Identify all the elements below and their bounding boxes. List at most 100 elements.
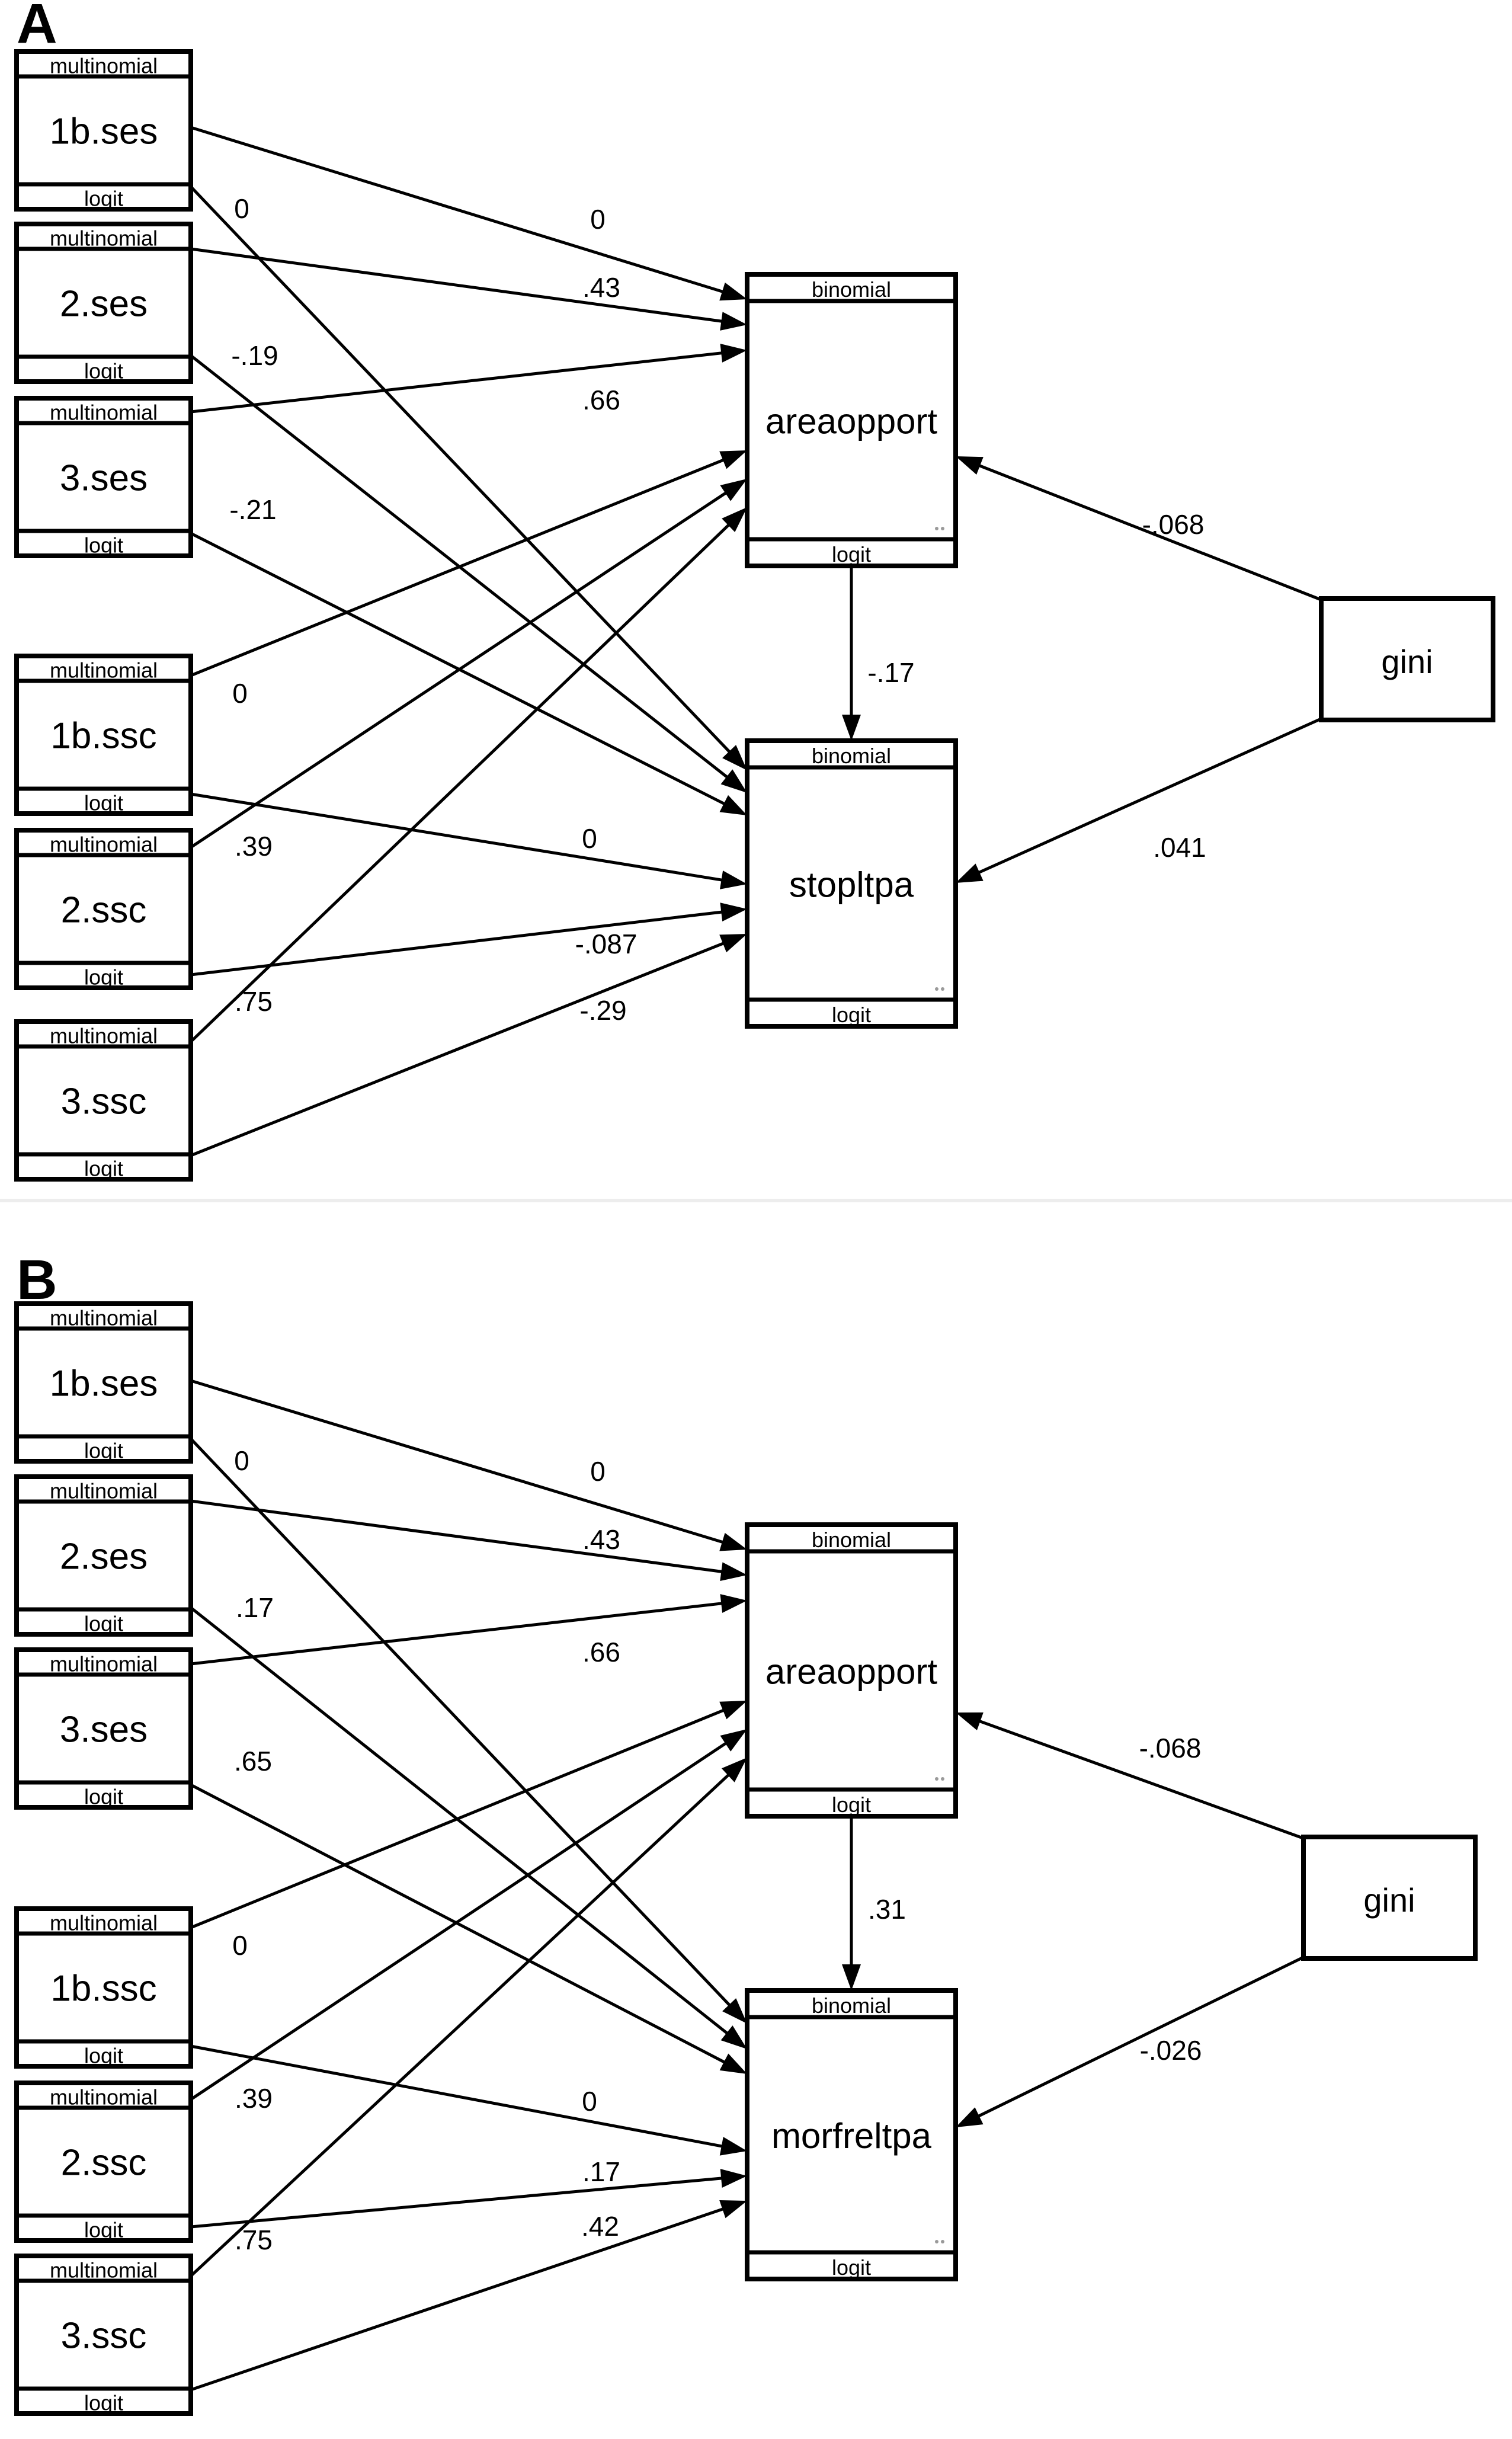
node-name: 2.ssc [61, 890, 147, 931]
path-line [190, 521, 732, 1043]
path-line [190, 1379, 726, 1545]
render-artifact-dot [935, 527, 938, 530]
path-2.ses-to-areaopport: .43 [190, 247, 747, 331]
render-artifact-dot [941, 2240, 944, 2243]
link-function-label: logit [84, 2218, 123, 2242]
path-gini-to-areaopport: -.068 [956, 456, 1323, 602]
node-box [1319, 596, 1495, 722]
path-1b.ses-to-areaopport: 0 [190, 126, 747, 301]
link-function-label: logit [84, 187, 123, 211]
path-coefficient: .75 [235, 986, 273, 1017]
path-line [190, 185, 733, 756]
node-name: areaopport [765, 402, 938, 441]
distribution-family-label: multinomial [50, 1479, 158, 1503]
node-name: 3.ses [60, 458, 148, 499]
path-line [190, 792, 725, 882]
node-name: 2.ssc [61, 2143, 147, 2184]
path-line [190, 351, 725, 414]
link-function-label: logit [832, 1003, 871, 1027]
panel-divider [0, 1199, 1512, 1202]
render-artifact-dot [941, 987, 944, 991]
panel-label-b: B [17, 1249, 57, 1311]
render-artifact-dot [935, 987, 938, 991]
arrowhead-icon [720, 769, 747, 793]
path-2.ssc-to-morfreltpa: .17 [190, 2156, 747, 2229]
path-1b.ssc-to-stopltpa: 0 [190, 792, 747, 889]
distribution-family-label: binomial [812, 1993, 891, 2018]
path-coefficient: .66 [582, 385, 620, 415]
path-line [190, 126, 726, 295]
arrowhead-icon [720, 870, 747, 889]
distribution-family-label: multinomial [50, 226, 158, 251]
arrowhead-icon [956, 863, 984, 883]
node-name: areaopport [765, 1652, 938, 1692]
distribution-family-label: multinomial [50, 1306, 158, 1330]
link-function-label: logit [84, 533, 123, 558]
path-2.ssc-to-stopltpa: -.087 [190, 902, 747, 977]
path-line [190, 457, 727, 677]
arrowhead-icon [842, 1964, 861, 1990]
path-2.ssc-to-areaopport: .39 [190, 479, 747, 862]
path-coefficient: .65 [234, 1746, 272, 1777]
path-coefficient: -.19 [231, 340, 278, 371]
arrowhead-icon [721, 1758, 747, 1782]
link-function-label: logit [84, 791, 123, 815]
path-coefficient: -.17 [867, 657, 914, 688]
predictor-node-2.ssc: multinomial 2.ssc logit [14, 2080, 193, 2243]
path-line [190, 1438, 733, 2009]
link-function-label: logit [832, 542, 871, 566]
path-coefficient: .31 [868, 1894, 906, 1925]
link-function-label: logit [84, 1157, 123, 1181]
path-line [190, 1708, 727, 1929]
arrowhead-icon [720, 1729, 747, 1752]
node-box [745, 1522, 958, 1819]
arrowhead-icon [719, 2053, 747, 2074]
path-coefficient: .66 [582, 1637, 620, 1667]
path-coefficient: -.026 [1140, 2035, 1202, 2066]
path-1b.ses-to-morfreltpa: 0 [190, 1438, 747, 2024]
path-coefficient: 0 [582, 823, 597, 854]
panel-label-a: A [17, 0, 57, 55]
path-line [190, 1740, 729, 2101]
arrowhead-icon [719, 2137, 747, 2156]
path-coefficient: 0 [232, 1930, 248, 1961]
path-2.ses-to-areaopport: .43 [190, 1499, 747, 1582]
node-box [745, 1988, 958, 2281]
path-coefficient: .041 [1153, 832, 1206, 863]
render-artifact-dot [935, 1777, 938, 1781]
path-line [190, 1499, 725, 1574]
node-name: 1b.ssc [50, 1969, 156, 2009]
path-3.ses-to-areaopport: .66 [190, 343, 747, 415]
arrowhead-icon [722, 745, 747, 770]
path-line [190, 2206, 726, 2392]
arrowhead-icon [719, 1701, 747, 1720]
path-coefficient: .43 [582, 1524, 620, 1555]
path-coefficient: 0 [590, 1456, 606, 1487]
node-name: 3.ses [60, 1710, 148, 1750]
arrowhead-icon [722, 1998, 747, 2024]
path-2.ses-to-morfreltpa: .17 [190, 1592, 747, 2049]
path-coefficient: .75 [235, 2224, 273, 2255]
arrowhead-icon [719, 795, 747, 815]
arrowhead-icon [720, 902, 747, 922]
path-1b.ssc-to-morfreltpa: 0 [190, 2044, 747, 2156]
path-3.ssc-to-morfreltpa: .42 [190, 2200, 747, 2392]
distribution-family-label: binomial [812, 744, 891, 768]
path-line [190, 489, 729, 849]
node-name: gini [1363, 1881, 1415, 1919]
node-name: 1b.ses [50, 111, 158, 152]
path-3.ses-to-areaopport: .66 [190, 1594, 747, 1667]
distribution-family-label: multinomial [50, 2085, 158, 2110]
path-coefficient: -.087 [575, 929, 638, 959]
path-areaopport-to-morfreltpa: .31 [842, 1816, 906, 1990]
path-line [190, 2176, 725, 2229]
